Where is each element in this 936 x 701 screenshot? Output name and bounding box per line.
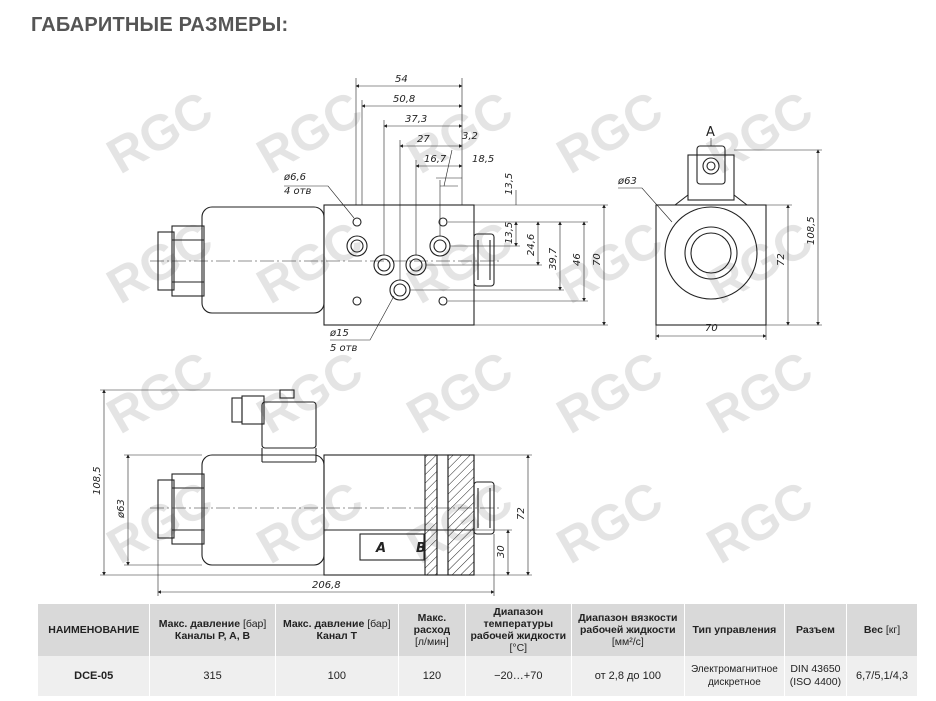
dim-v-13-5: 13,5 <box>504 222 515 244</box>
front-dim-length: 206,8 <box>312 580 341 591</box>
dim-16-7: 16,7 <box>424 154 447 165</box>
dim-54: 54 <box>395 74 408 85</box>
svg-text:RGC: RGC <box>398 340 522 444</box>
table-row: DCE-05 315 100 120 −20…+70 от 2,8 до 100… <box>38 656 918 696</box>
hole-note-diameter: ø6,6 <box>283 172 306 183</box>
header-name: НАИМЕНОВАНИЕ <box>38 604 151 656</box>
svg-text:RGC: RGC <box>248 340 372 444</box>
top-view-dimensions: 54 50,8 37,3 27 16,7 3,2 18,5 13,5 13,5 … <box>283 74 603 354</box>
technical-drawing: RGC RGC RGC RGC RGC RGC RGC RGC RGC RGC … <box>92 74 822 596</box>
header-pressure-pab: Макс. давление [бар] Каналы P, A, B <box>149 604 276 656</box>
cell-control: Электромагнитное дискретное <box>684 656 785 696</box>
front-view-dimensions: 108,5 ø63 72 30 206,8 A B <box>92 466 527 591</box>
svg-text:RGC: RGC <box>248 470 372 574</box>
header-viscosity: Диапазон вязкости рабочей жидкости [мм²/… <box>571 604 685 656</box>
svg-text:RGC: RGC <box>698 80 822 184</box>
dim-18-5: 18,5 <box>472 154 494 165</box>
header-flow: Макс. расход [л/мин] <box>398 604 466 656</box>
svg-text:RGC: RGC <box>248 80 372 184</box>
side-view <box>618 138 822 340</box>
svg-text:RGC: RGC <box>548 470 672 574</box>
svg-text:RGC: RGC <box>698 470 822 574</box>
svg-text:RGC: RGC <box>548 340 672 444</box>
port-label-a: A <box>375 541 386 556</box>
header-weight: Вес [кг] <box>846 604 918 656</box>
side-dim-diameter: ø63 <box>617 176 637 187</box>
header-pressure-t: Макс. давление [бар] Канал T <box>275 604 399 656</box>
front-dim-30: 30 <box>496 545 507 558</box>
view-label-a: A <box>706 125 715 140</box>
page-title: ГАБАРИТНЫЕ РАЗМЕРЫ: <box>31 14 289 36</box>
side-view-dimensions: A ø63 108,5 72 70 <box>617 125 817 334</box>
front-dim-72: 72 <box>516 507 527 520</box>
spec-table: НАИМЕНОВАНИЕ Макс. давление [бар] Каналы… <box>38 604 918 696</box>
cell-name: DCE-05 <box>38 656 151 696</box>
cell-weight: 6,7/5,1/4,3 <box>846 656 918 696</box>
dim-v-39-7: 39,7 <box>548 247 559 270</box>
svg-text:RGC: RGC <box>548 210 672 314</box>
header-connector: Разъем <box>784 604 848 656</box>
cell-temperature: −20…+70 <box>465 656 572 696</box>
header-control: Тип управления <box>684 604 785 656</box>
dim-3-2: 3,2 <box>462 131 478 142</box>
cell-connector: DIN 43650 (ISO 4400) <box>784 656 848 696</box>
spec-table-header-row: НАИМЕНОВАНИЕ Макс. давление [бар] Каналы… <box>38 604 918 656</box>
front-view <box>100 389 532 596</box>
svg-text:RGC: RGC <box>98 340 222 444</box>
side-dim-72: 72 <box>776 253 787 266</box>
hole-note-count: 4 отв <box>284 186 311 197</box>
top-view <box>150 78 608 341</box>
dim-v-13-5-top: 13,5 <box>504 173 515 195</box>
dim-27: 27 <box>417 134 430 145</box>
cell-pressure-pab: 315 <box>149 656 276 696</box>
port-note-diameter: ø15 <box>329 328 349 339</box>
port-label-b: B <box>416 541 426 556</box>
header-temperature: Диапазон температуры рабочей жидкости [°… <box>465 604 572 656</box>
dim-v-24-6: 24,6 <box>526 234 537 256</box>
dim-37-3: 37,3 <box>405 114 427 125</box>
dim-v-46: 46 <box>572 253 583 266</box>
cell-viscosity: от 2,8 до 100 <box>571 656 685 696</box>
cell-flow: 120 <box>398 656 466 696</box>
side-dim-width: 70 <box>705 323 718 334</box>
front-dim-height: 108,5 <box>92 466 103 495</box>
side-dim-height: 108,5 <box>806 216 817 245</box>
port-note-count: 5 отв <box>330 343 357 354</box>
watermark: RGC <box>98 80 222 184</box>
front-dim-diameter: ø63 <box>116 499 127 519</box>
svg-text:RGC: RGC <box>548 80 672 184</box>
cell-pressure-t: 100 <box>275 656 399 696</box>
dim-v-70: 70 <box>592 253 603 266</box>
dim-50-8: 50,8 <box>393 94 415 105</box>
svg-text:RGC: RGC <box>698 340 822 444</box>
